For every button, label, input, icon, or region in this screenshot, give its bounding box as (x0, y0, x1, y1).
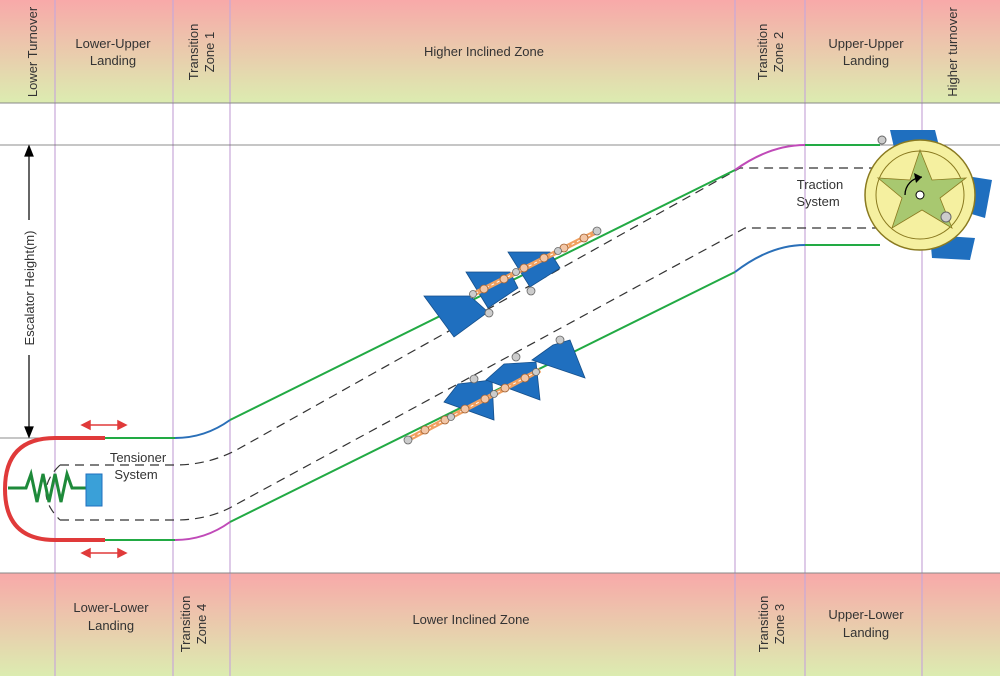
zone-label-lower-lower-landing-1: Lower-Lower (73, 600, 149, 615)
upper-chain (468, 226, 602, 318)
zone-label-upper-lower-landing-1: Upper-Lower (828, 607, 904, 622)
tension-arrows (80, 419, 128, 559)
escalator-height-label: Escalator Height(m) (22, 231, 37, 346)
zone-label-upper-upper-landing-2: Landing (843, 53, 889, 68)
zone-label-transition-3-a: Transition (756, 596, 771, 653)
lower-chain (403, 335, 565, 445)
zone-label-transition-1-b: Zone 1 (202, 32, 217, 72)
zone-label-transition-2-a: Transition (755, 24, 770, 81)
zone-label-transition-1-a: Transition (186, 24, 201, 81)
traction-wheel (864, 130, 992, 260)
zone-label-transition-2-b: Zone 2 (771, 32, 786, 72)
lower-turnover-loop (2, 436, 105, 542)
top-zone-labels: Lower Turnover Lower-Upper Landing Trans… (25, 6, 960, 97)
top-zone-band (0, 0, 1000, 103)
zone-label-higher-inclined: Higher Inclined Zone (424, 44, 544, 59)
zone-label-upper-lower-landing-2: Landing (843, 625, 889, 640)
zone-label-upper-upper-landing-1: Upper-Upper (828, 36, 904, 51)
upper-steps (423, 251, 561, 338)
zone-label-lower-turnover: Lower Turnover (25, 6, 40, 97)
zone-label-transition-4-a: Transition (178, 596, 193, 653)
tensioner-block (85, 473, 103, 507)
traction-label-line2: System (796, 194, 839, 209)
tensioner-label-line1: Tensioner (110, 450, 167, 465)
tensioner-label-line2: System (114, 467, 157, 482)
zone-label-lower-upper-landing-2: Landing (90, 53, 136, 68)
zone-dividers (54, 0, 923, 676)
step-chain-path (45, 167, 920, 521)
height-arrow (24, 144, 34, 439)
zone-label-transition-3-b: Zone 3 (772, 604, 787, 644)
zone-label-lower-inclined: Lower Inclined Zone (412, 612, 529, 627)
tensioner-spring (8, 468, 86, 503)
traction-label-line1: Traction (797, 177, 843, 192)
zone-label-lower-lower-landing-2: Landing (88, 618, 134, 633)
zone-label-higher-turnover: Higher turnover (945, 7, 960, 97)
zone-label-lower-upper-landing-1: Lower-Upper (75, 36, 151, 51)
lower-steps (443, 339, 586, 421)
bottom-zone-labels: Lower-Lower Landing Transition Zone 4 Lo… (73, 596, 904, 653)
zone-label-transition-4-b: Zone 4 (194, 604, 209, 644)
bottom-zone-band (0, 573, 1000, 676)
